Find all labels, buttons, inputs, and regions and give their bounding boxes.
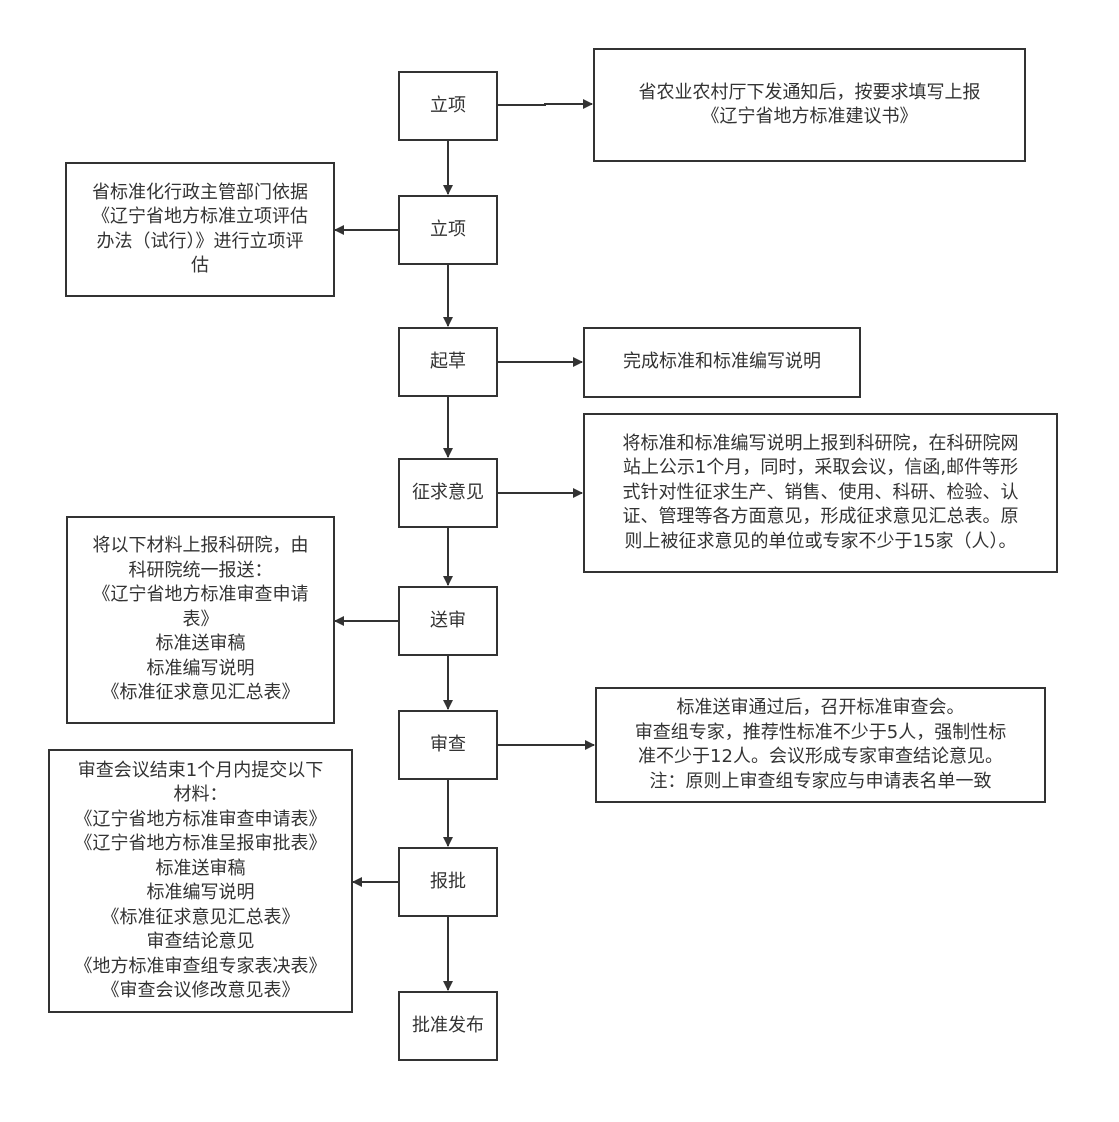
note-line: 省标准化行政主管部门依据: [92, 181, 308, 203]
step-label: 起草: [430, 350, 466, 372]
note-line: 《审查会议修改意见表》: [101, 980, 300, 1001]
step-label: 审查: [430, 733, 466, 755]
note-line: 式针对性征求生产、销售、使用、科研、检验、认: [622, 481, 1019, 503]
note-line: 估: [191, 255, 209, 276]
note-consultation: 将标准和标准编写说明上报到科研院，在科研院网站上公示1个月，同时，采取会议，信函…: [583, 413, 1058, 573]
note-line: 则上被征求意见的单位或专家不少于15家（人）。: [624, 530, 1017, 552]
note-line: 表》: [182, 608, 219, 630]
step-drafting: 起草: [398, 327, 498, 397]
step-approval-evaluation: 立项: [398, 195, 498, 265]
arrow: [498, 99, 593, 109]
note-line: 《辽宁省地方标准审查申请: [92, 584, 309, 606]
note-line: 《辽宁省地方标准建议书》: [701, 106, 918, 127]
step-label: 立项: [430, 94, 466, 116]
note-line: 《辽宁省地方标准审查申请表》: [74, 808, 327, 830]
note-line: 《地方标准审查组专家表决表》: [74, 955, 327, 977]
note-drafting: 完成标准和标准编写说明: [583, 327, 861, 398]
step-publish: 批准发布: [398, 991, 498, 1061]
note-line: 注：原则上审查组专家应与申请表名单一致: [649, 770, 992, 792]
note-line: 《标准征求意见汇总表》: [101, 906, 300, 928]
note-line: 科研院统一报送：: [128, 559, 273, 581]
note-line: 《辽宁省地方标准立项评估: [92, 206, 308, 227]
step-review: 审查: [398, 710, 498, 780]
step-submission: 送审: [398, 586, 498, 656]
note-line: 准不少于12人。会议形成专家审查结论意见。: [638, 746, 1003, 767]
note-line: 审查会议结束1个月内提交以下: [77, 759, 324, 781]
step-proposal: 立项: [398, 71, 498, 141]
note-approval: 审查会议结束1个月内提交以下材料： 《辽宁省地方标准审查申请表》《辽宁省地方标准呈…: [48, 749, 353, 1013]
note-line: 标准编写说明: [146, 882, 255, 903]
step-label: 送审: [430, 609, 466, 631]
note-line: 站上公示1个月，同时，采取会议，信函,邮件等形: [622, 457, 1019, 479]
note-proposal: 省农业农村厅下发通知后，按要求填写上报《辽宁省地方标准建议书》: [593, 48, 1026, 162]
note-line: 完成标准和标准编写说明: [623, 351, 821, 373]
step-consultation: 征求意见: [398, 458, 498, 528]
step-label: 征求意见: [412, 481, 484, 503]
note-line: 省农业农村厅下发通知后，按要求填写上报: [638, 81, 981, 103]
note-line: 《标准征求意见汇总表》: [101, 682, 300, 704]
note-line: 标准送审通过后，召开标准审查会。: [676, 697, 965, 718]
note-line: 办法（试行）》进行立项评: [96, 230, 304, 252]
note-line: 审查结论意见: [146, 931, 255, 952]
note-line: 审查组专家，推荐性标准不少于5人，强制性标: [634, 721, 1007, 743]
step-label: 批准发布: [412, 1014, 484, 1036]
note-line: 材料：: [173, 784, 228, 805]
note-line: 将标准和标准编写说明上报到科研院，在科研院网: [622, 432, 1019, 454]
note-line: 标准编写说明: [146, 657, 255, 679]
note-submission: 将以下材料上报科研院，由科研院统一报送： 《辽宁省地方标准审查申请表》标准送审稿标…: [66, 516, 335, 724]
note-review: 标准送审通过后，召开标准审查会。审查组专家，推荐性标准不少于5人，强制性标准不少…: [595, 687, 1046, 803]
note-line: 将以下材料上报科研院，由: [92, 535, 309, 557]
note-line: 标准送审稿: [155, 633, 246, 655]
note-line: 《辽宁省地方标准呈报审批表》: [74, 833, 327, 854]
step-label: 报批: [430, 870, 466, 892]
note-line: 证、管理等各方面意见，形成征求意见汇总表。原: [622, 506, 1019, 528]
step-label: 立项: [430, 218, 466, 240]
note-evaluation: 省标准化行政主管部门依据《辽宁省地方标准立项评估办法（试行）》进行立项评估: [65, 162, 335, 297]
note-line: 标准送审稿: [155, 857, 246, 879]
step-approval: 报批: [398, 847, 498, 917]
